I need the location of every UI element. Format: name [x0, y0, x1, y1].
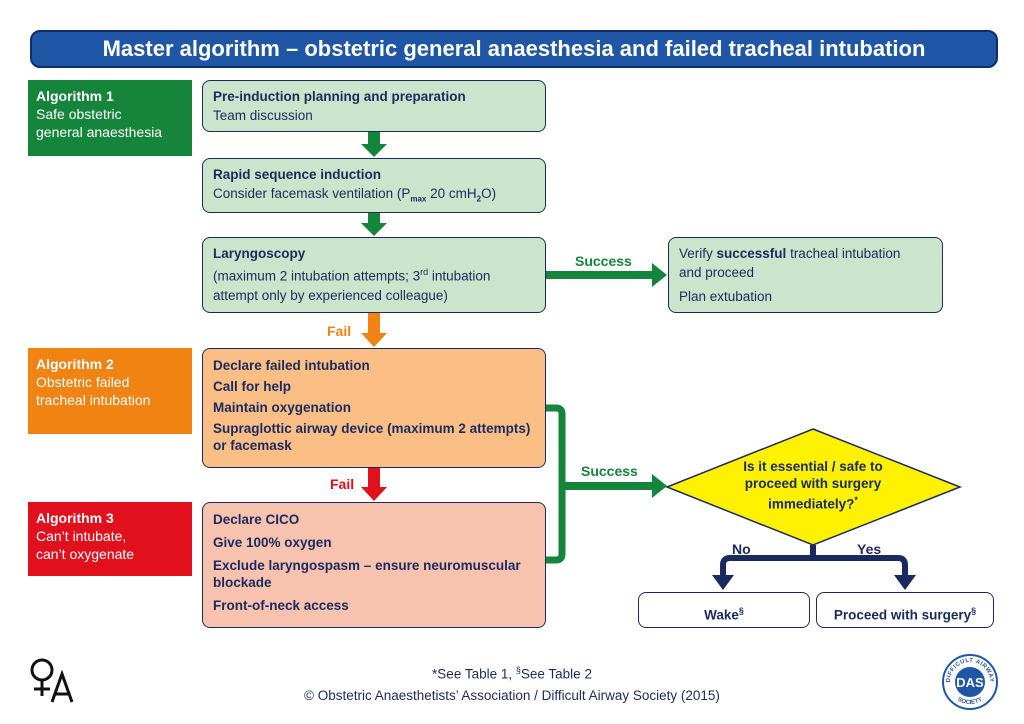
- arrow-fail-to-cico: [361, 468, 387, 501]
- arrow-success-to-decision: [562, 474, 667, 498]
- pre-induction-box: Pre-induction planning and preparation T…: [202, 80, 546, 132]
- no-label: No: [732, 541, 751, 557]
- arrow-success-to-verify: [546, 263, 667, 287]
- algorithm-1-line2: general anaesthesia: [36, 124, 163, 140]
- facemask-ventilation-text: Consider facemask ventilation (Pmax 20 c…: [213, 186, 497, 204]
- wake-box: Wake§: [638, 592, 810, 628]
- fail-label-oxygenation: Fail: [330, 476, 355, 492]
- algorithm-3-heading: Algorithm 3: [36, 510, 114, 526]
- arrow-no-to-wake: [712, 575, 734, 590]
- failed-item-4: Supraglottic airway device (maximum 2 at…: [213, 421, 531, 453]
- proceed-text: Proceed with surgery: [833, 607, 972, 623]
- failed-item-1: Declare failed intubation: [213, 358, 370, 373]
- algorithm-1-line1: Safe obstetric: [36, 106, 122, 122]
- fail-label-laryngoscopy: Fail: [327, 323, 352, 339]
- failed-item-2: Call for help: [213, 379, 292, 394]
- rsi-heading: Rapid sequence induction: [213, 167, 382, 182]
- success-label-laryngoscopy: Success: [575, 253, 632, 269]
- algorithm-1-heading: Algorithm 1: [36, 88, 114, 104]
- algorithm-3-line2: can’t oxygenate: [36, 546, 135, 562]
- algorithm-3-label: Algorithm 3 Can’t intubate, can’t oxygen…: [28, 502, 192, 576]
- arrow-fail-to-failed-intubation: [361, 313, 387, 347]
- proceed-with-surgery-box: Proceed with surgery§: [816, 592, 994, 628]
- algorithm-2-label: Algorithm 2 Obstetric failed tracheal in…: [28, 348, 192, 434]
- branch-yes: [813, 555, 908, 577]
- svg-text:DAS: DAS: [956, 675, 984, 690]
- experienced-colleague-text: attempt only by experienced colleague): [213, 287, 448, 303]
- algorithm-1-label: Algorithm 1 Safe obstetric general anaes…: [28, 80, 192, 156]
- cico-item-2: Give 100% oxygen: [213, 535, 332, 550]
- page-title: Master algorithm – obstetric general ana…: [30, 30, 998, 68]
- yes-label: Yes: [857, 541, 882, 557]
- das-logo-icon: DIFFICULT AIRWAY SOCIETY DAS: [942, 654, 998, 710]
- decision-text: Is it essential / safe to proceed with s…: [743, 459, 883, 512]
- intubation-attempts-text: (maximum 2 intubation attempts; 3rd intu…: [213, 267, 491, 284]
- and-proceed-text: and proceed: [679, 265, 755, 280]
- pre-induction-heading: Pre-induction planning and preparation: [213, 89, 466, 104]
- arrow-yes-to-proceed: [894, 575, 916, 590]
- cico-item-3: Exclude laryngospasm – ensure neuromuscu…: [213, 558, 521, 590]
- footnote-tables: *See Table 1, §See Table 2: [432, 665, 592, 682]
- laryngoscopy-box: Laryngoscopy (maximum 2 intubation attem…: [202, 237, 546, 313]
- success-label-rescue: Success: [581, 463, 638, 479]
- laryngoscopy-heading: Laryngoscopy: [213, 246, 306, 261]
- branch-no: [720, 545, 816, 577]
- algorithm-2-line2: tracheal intubation: [36, 392, 151, 408]
- arrow-pre-to-rsi: [361, 132, 387, 157]
- cico-item-1: Declare CICO: [213, 512, 300, 527]
- success-bracket: [546, 404, 566, 564]
- failed-item-3: Maintain oxygenation: [213, 400, 352, 415]
- arrow-rsi-to-laryngoscopy: [361, 213, 387, 236]
- verify-intubation-box: Verify successful tracheal intubation an…: [668, 237, 943, 313]
- oaa-logo-icon: [30, 658, 74, 703]
- rapid-sequence-induction-box: Rapid sequence induction Consider facema…: [202, 158, 546, 213]
- verify-text: Verify successful tracheal intubation: [679, 246, 901, 261]
- team-discussion-text: Team discussion: [213, 108, 313, 123]
- plan-extubation-text: Plan extubation: [679, 289, 773, 304]
- cico-box: Declare CICO Give 100% oxygen Exclude la…: [202, 502, 546, 628]
- algorithm-2-heading: Algorithm 2: [36, 356, 114, 372]
- cico-item-4: Front-of-neck access: [213, 598, 349, 613]
- copyright-text: © Obstetric Anaesthetists’ Association /…: [304, 688, 720, 703]
- failed-intubation-box: Declare failed intubation Call for help …: [202, 348, 546, 468]
- svg-text:SOCIETY: SOCIETY: [957, 697, 984, 706]
- algorithm-3-line1: Can’t intubate,: [36, 528, 127, 544]
- wake-text: Wake: [704, 607, 739, 623]
- algorithm-2-line1: Obstetric failed: [36, 374, 130, 390]
